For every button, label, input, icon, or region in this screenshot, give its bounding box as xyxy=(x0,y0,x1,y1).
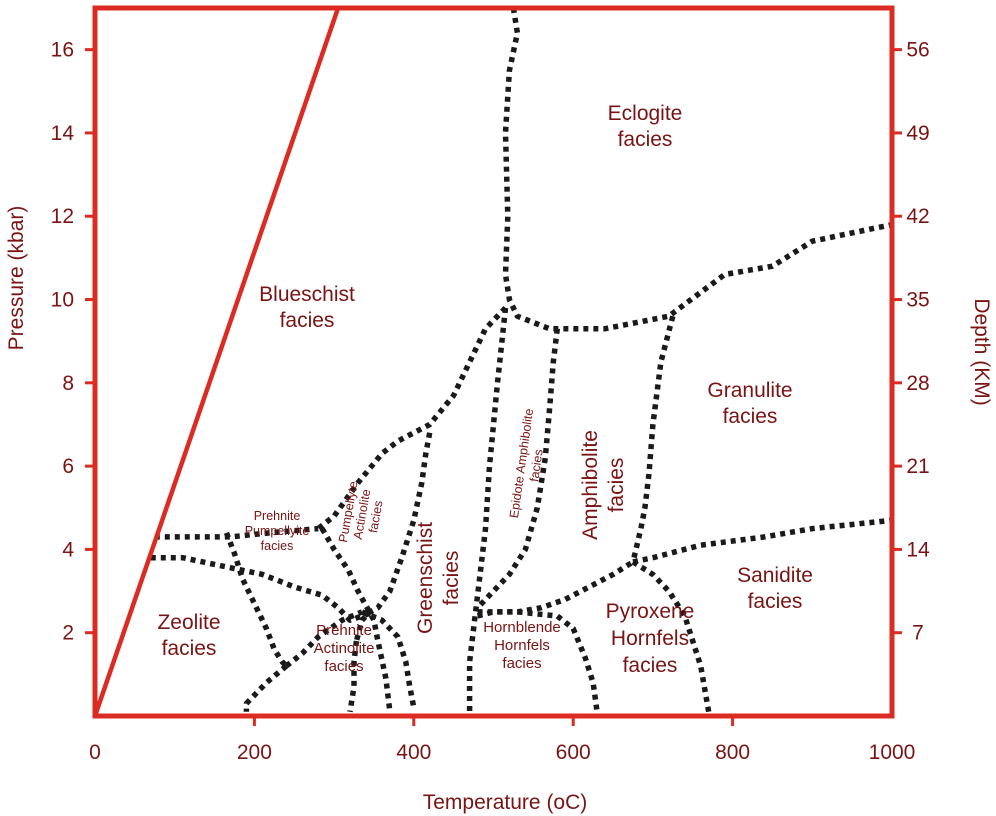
y-tick-label: 14 xyxy=(51,122,75,145)
y-axis-title: Pressure (kbar) xyxy=(5,206,28,351)
facies-boundary-13 xyxy=(475,328,561,610)
facies-label-pumpellyte-actinolite-facies: PumpellyteActinolitefacies xyxy=(336,480,388,548)
facies-boundary-8 xyxy=(243,663,289,712)
plot-frame xyxy=(92,5,895,719)
facies-boundary-3 xyxy=(154,525,319,540)
facies-boundary-17 xyxy=(631,559,712,713)
facies-boundary-18 xyxy=(477,609,600,713)
facies-boundary-9 xyxy=(284,609,364,669)
x-tick-label: 0 xyxy=(89,741,101,764)
facies-boundary-15 xyxy=(476,559,635,619)
y2-tick-label: 56 xyxy=(906,39,929,62)
facies-label-epidote-amphibolite-facies: Epidote Amphibolitefacies xyxy=(507,408,551,522)
x-tick-label: 200 xyxy=(237,741,272,764)
facies-boundary-12 xyxy=(466,307,509,712)
y2-tick-label: 42 xyxy=(906,205,929,228)
facies-boundary-10 xyxy=(347,640,360,713)
facies-boundary-2 xyxy=(316,305,508,531)
y-tick-label: 4 xyxy=(62,538,74,561)
facies-boundary-14 xyxy=(630,315,676,563)
y2-axis-title: Depth (KM) xyxy=(970,298,993,405)
axis-ticks: 0 200 400 600 800 1000 2 4 6 8 10 12 14 16 7 14 21 28 35 42… xyxy=(51,39,930,764)
x-tick-label: 400 xyxy=(396,741,431,764)
facies-boundary-1 xyxy=(502,7,893,332)
y-tick-label: 12 xyxy=(51,205,74,228)
geotherm-limit-line xyxy=(92,7,341,717)
y-tick-label: 10 xyxy=(51,289,74,312)
y2-tick-label: 14 xyxy=(906,538,930,561)
y-tick-label: 16 xyxy=(51,39,74,62)
y-tick-label: 2 xyxy=(62,622,74,645)
x-tick-label: 800 xyxy=(715,741,750,764)
y2-tick-label: 7 xyxy=(912,622,924,645)
y2-tick-label: 35 xyxy=(906,289,929,312)
y2-tick-label: 21 xyxy=(906,455,929,478)
y2-tick-label: 49 xyxy=(906,122,929,145)
x-axis-title: Temperature (oC) xyxy=(423,791,588,814)
y2-tick-label: 28 xyxy=(906,372,929,395)
y-tick-label: 8 xyxy=(62,372,74,395)
facies-boundary-16 xyxy=(632,517,893,565)
x-tick-label: 1000 xyxy=(869,741,916,764)
y-tick-label: 6 xyxy=(62,455,74,478)
plot-border xyxy=(92,5,895,719)
x-tick-label: 600 xyxy=(556,741,591,764)
boundary-lines xyxy=(150,7,893,713)
facies-boundary-5 xyxy=(223,531,289,668)
